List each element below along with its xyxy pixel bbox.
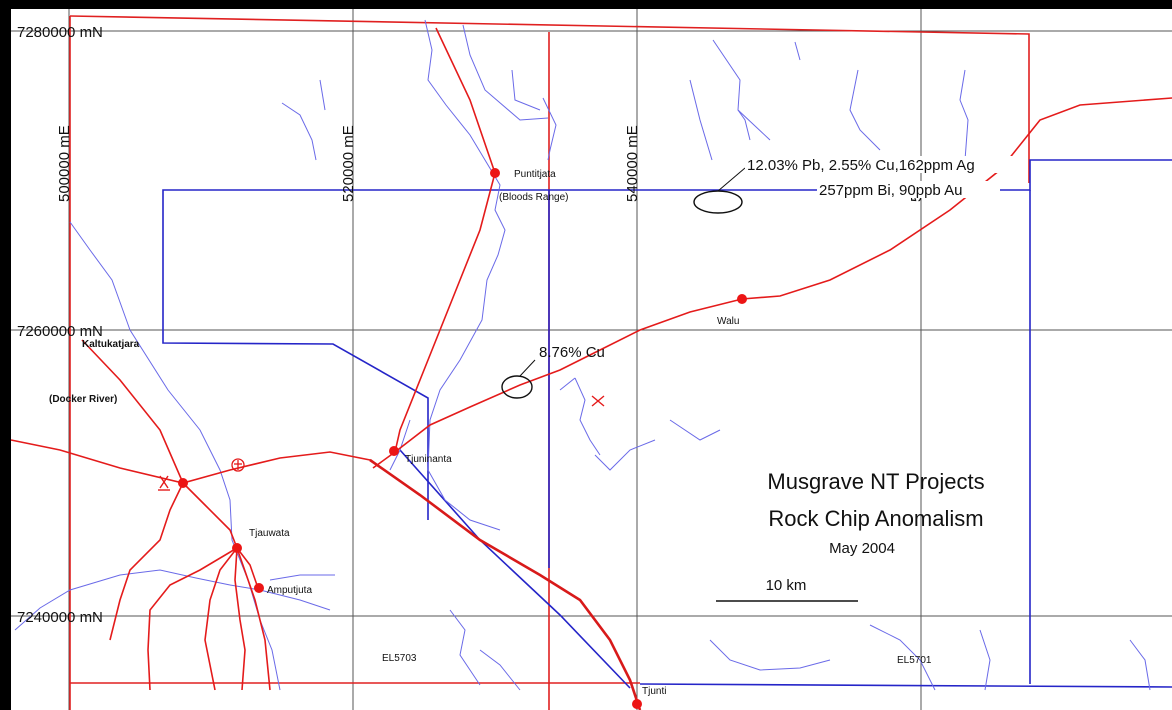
town-label-tjauwata: Tjauwata [249, 528, 290, 539]
river-trib-r [449, 609, 481, 686]
river-trib-n [574, 377, 601, 456]
road-tjauwata [182, 482, 246, 691]
river-trib-a [511, 69, 541, 111]
annotation-south: 8.76% Cu [539, 344, 605, 361]
annotation-bg [745, 156, 1028, 173]
town-label-amputjuta: Amputjuta [267, 585, 312, 596]
place-label-kaltukatjara: Kaltukatjara [82, 339, 140, 350]
map-background [11, 9, 1172, 710]
river-trib-l [229, 584, 331, 611]
river-trib-i [849, 69, 881, 151]
town-marker-tjuninanta [389, 446, 399, 456]
title-block: Musgrave NT Projects Rock Chip Anomalism… [766, 469, 985, 594]
anomaly-leader-south [519, 359, 536, 377]
river-trib-c [281, 102, 317, 161]
place-label-bloods-range: (Bloods Range) [499, 192, 568, 203]
annotation-north-line2: 257ppm Bi, 90ppb Au [819, 182, 962, 199]
scale-bar-label: 10 km [766, 577, 807, 594]
town-label-walu: Walu [717, 316, 739, 327]
river-trib-w [979, 629, 991, 691]
river-trib-k [14, 569, 231, 631]
northing-label: 7260000 mN [17, 323, 103, 340]
river-trib-d [319, 79, 326, 111]
anomaly-markers [501, 167, 746, 399]
northing-label: 7240000 mN [17, 609, 103, 626]
map-title: Musgrave NT Projects [767, 469, 984, 494]
town-marker-tjauwata [232, 543, 242, 553]
tenement-blue-south-edge [639, 683, 1172, 688]
anomaly-annotations: 12.03% Pb, 2.55% Cu,162ppm Ag 257ppm Bi,… [539, 156, 1028, 361]
map-date: May 2004 [829, 540, 895, 557]
road-south-c [204, 547, 238, 691]
place-label-docker-river: (Docker River) [49, 394, 117, 405]
river-bloods-trib [462, 24, 549, 121]
river-trib-m [269, 574, 335, 581]
town-marker-puntitjata [490, 168, 500, 178]
river-trib-p [669, 419, 721, 441]
tenement-blue-diagonal [399, 449, 631, 689]
map-subtitle: Rock Chip Anomalism [768, 506, 983, 531]
river-trib-h [794, 41, 801, 61]
grid-labels: 7280000 mN 7260000 mN 7240000 mN 500000 … [17, 24, 925, 626]
river-trib-u [869, 624, 936, 691]
road-highway [369, 458, 642, 710]
tenement-boundaries [69, 15, 1172, 710]
river-trib-s [479, 649, 521, 691]
river-trib-j [959, 69, 969, 161]
road-puntitjata [394, 27, 496, 453]
river-trib-x [389, 419, 411, 471]
road-kaltukatjara [81, 339, 184, 484]
river-bloods [424, 19, 506, 531]
town-marker-tjunti [632, 699, 642, 709]
town-label-tjunti: Tjunti [642, 686, 666, 697]
river-trib-q [559, 377, 576, 391]
road-southwest [109, 482, 184, 641]
northing-label: 7280000 mN [17, 24, 103, 41]
tenement-blue-north-edge [162, 159, 1172, 520]
town-marker-amputjuta [254, 583, 264, 593]
road-amputjuta [236, 547, 259, 589]
tenement-label-el5701: EL5701 [897, 655, 932, 666]
river-trib-f [712, 39, 771, 141]
river-trib-e [689, 79, 713, 161]
easting-label: 520000 mE [340, 125, 357, 202]
prospect-cross-icon [591, 395, 605, 407]
easting-label: 500000 mE [56, 125, 73, 202]
town-marker-walu [737, 294, 747, 304]
annotation-bg [817, 181, 1000, 198]
river-trib-t [709, 639, 831, 671]
anomaly-ellipse-south [501, 375, 533, 399]
tenement-label-el5703: EL5703 [382, 653, 417, 664]
drainage-lines [14, 19, 1151, 691]
town-marker-kaltukatjara [178, 478, 188, 488]
road-network [10, 27, 1172, 710]
town-label-tjuninanta: Tjuninanta [405, 454, 452, 465]
anomaly-leader-north [717, 167, 746, 192]
town-markers [178, 168, 747, 709]
town-labels: Puntitjata Walu Tjuninanta Tjauwata Ampu… [49, 169, 739, 697]
river-trib-o [594, 439, 656, 471]
mine-symbol-icon [158, 475, 170, 491]
river-trib-g [737, 109, 751, 141]
road-southwest-b [147, 547, 238, 691]
annotation-north-line1: 12.03% Pb, 2.55% Cu,162ppm Ag [747, 157, 975, 174]
easting-label: 540000 mE [624, 125, 641, 202]
road-south-d [236, 547, 271, 691]
river-trib-v [1129, 639, 1151, 691]
airstrip-symbol-icon [231, 458, 245, 472]
river-trib-b [542, 97, 557, 161]
town-label-puntitjata: Puntitjata [514, 169, 556, 180]
